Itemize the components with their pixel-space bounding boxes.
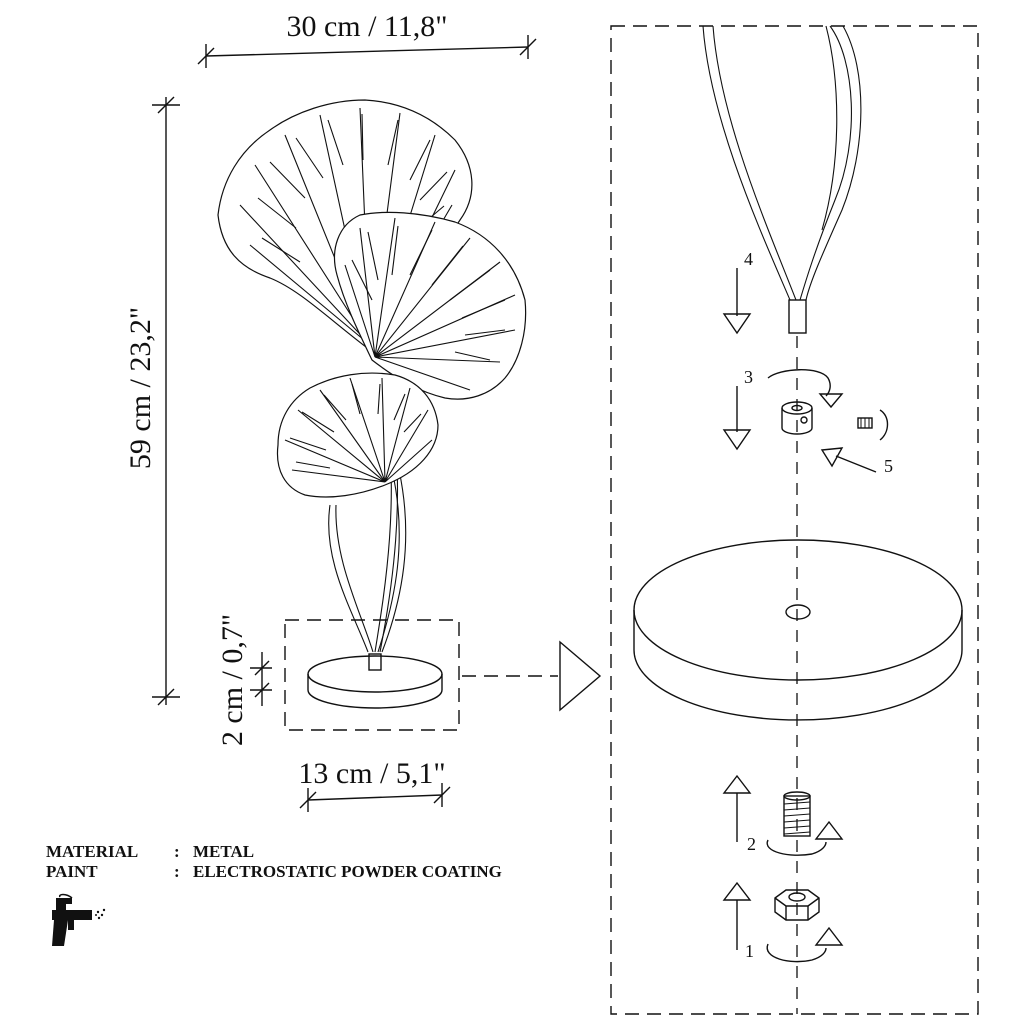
base-diameter-dimension-label: 13 cm / 5,1" <box>298 757 445 790</box>
material-value: METAL <box>193 842 254 861</box>
height-dimension-label: 59 cm / 23,2" <box>124 307 157 469</box>
step-3-label: 3 <box>744 367 753 387</box>
rotate-arrowhead-icon <box>814 926 844 946</box>
base-height-dimension-label: 2 cm / 0,7" <box>216 614 249 746</box>
assembly-detail-box <box>610 25 979 1015</box>
stem-end <box>702 25 862 334</box>
paint-value: ELECTROSTATIC POWDER COATING <box>193 862 502 881</box>
spray-gun-icon <box>52 893 106 946</box>
step-5-label: 5 <box>884 456 893 476</box>
set-screw-part <box>857 417 873 429</box>
rotate-arrow-icon <box>766 943 827 963</box>
ginkgo-leaf-bottom <box>276 372 439 498</box>
insert-arrowhead-icon <box>820 447 844 468</box>
rotate-arrow-icon <box>879 409 889 441</box>
up-arrow-icon <box>722 774 752 842</box>
rotate-arrow-icon <box>767 369 831 397</box>
insert-arrow-line <box>835 455 877 473</box>
lamp-base <box>307 653 443 709</box>
base-disc <box>633 539 963 721</box>
step-1-label: 1 <box>745 941 754 961</box>
material-label: MATERIAL <box>46 842 138 861</box>
step-4-label: 4 <box>744 249 753 269</box>
up-arrow-icon <box>722 881 752 950</box>
detail-arrow-icon <box>559 640 602 712</box>
rotate-arrowhead-icon <box>814 820 844 840</box>
set-collar-part <box>781 401 813 435</box>
base-diameter-dimension-line <box>299 783 451 812</box>
rotate-arrowhead-icon <box>818 393 844 409</box>
down-arrow-icon <box>722 268 752 335</box>
width-dimension-line <box>197 35 537 68</box>
base-height-dimension-line <box>250 652 272 706</box>
step-2-label: 2 <box>747 834 756 854</box>
height-dimension-line <box>152 96 180 706</box>
paint-label: PAINT <box>46 862 98 881</box>
product-view: 30 cm / 11,8" 59 cm / 23,2" <box>124 10 602 812</box>
hex-nut-part <box>774 889 820 921</box>
down-arrow-icon <box>722 386 752 451</box>
width-dimension-label: 30 cm / 11,8" <box>286 10 447 43</box>
rotate-arrow-icon <box>766 839 827 856</box>
threaded-rod-part <box>783 791 811 837</box>
assembly-detail: 4 3 5 <box>610 25 979 1015</box>
material-separator: : <box>174 842 180 861</box>
base-detail-box <box>284 619 460 731</box>
specifications: MATERIAL : METAL PAINT : ELECTROSTATIC P… <box>46 842 502 881</box>
paint-separator: : <box>174 862 180 881</box>
ginkgo-leaf-middle <box>333 211 527 400</box>
